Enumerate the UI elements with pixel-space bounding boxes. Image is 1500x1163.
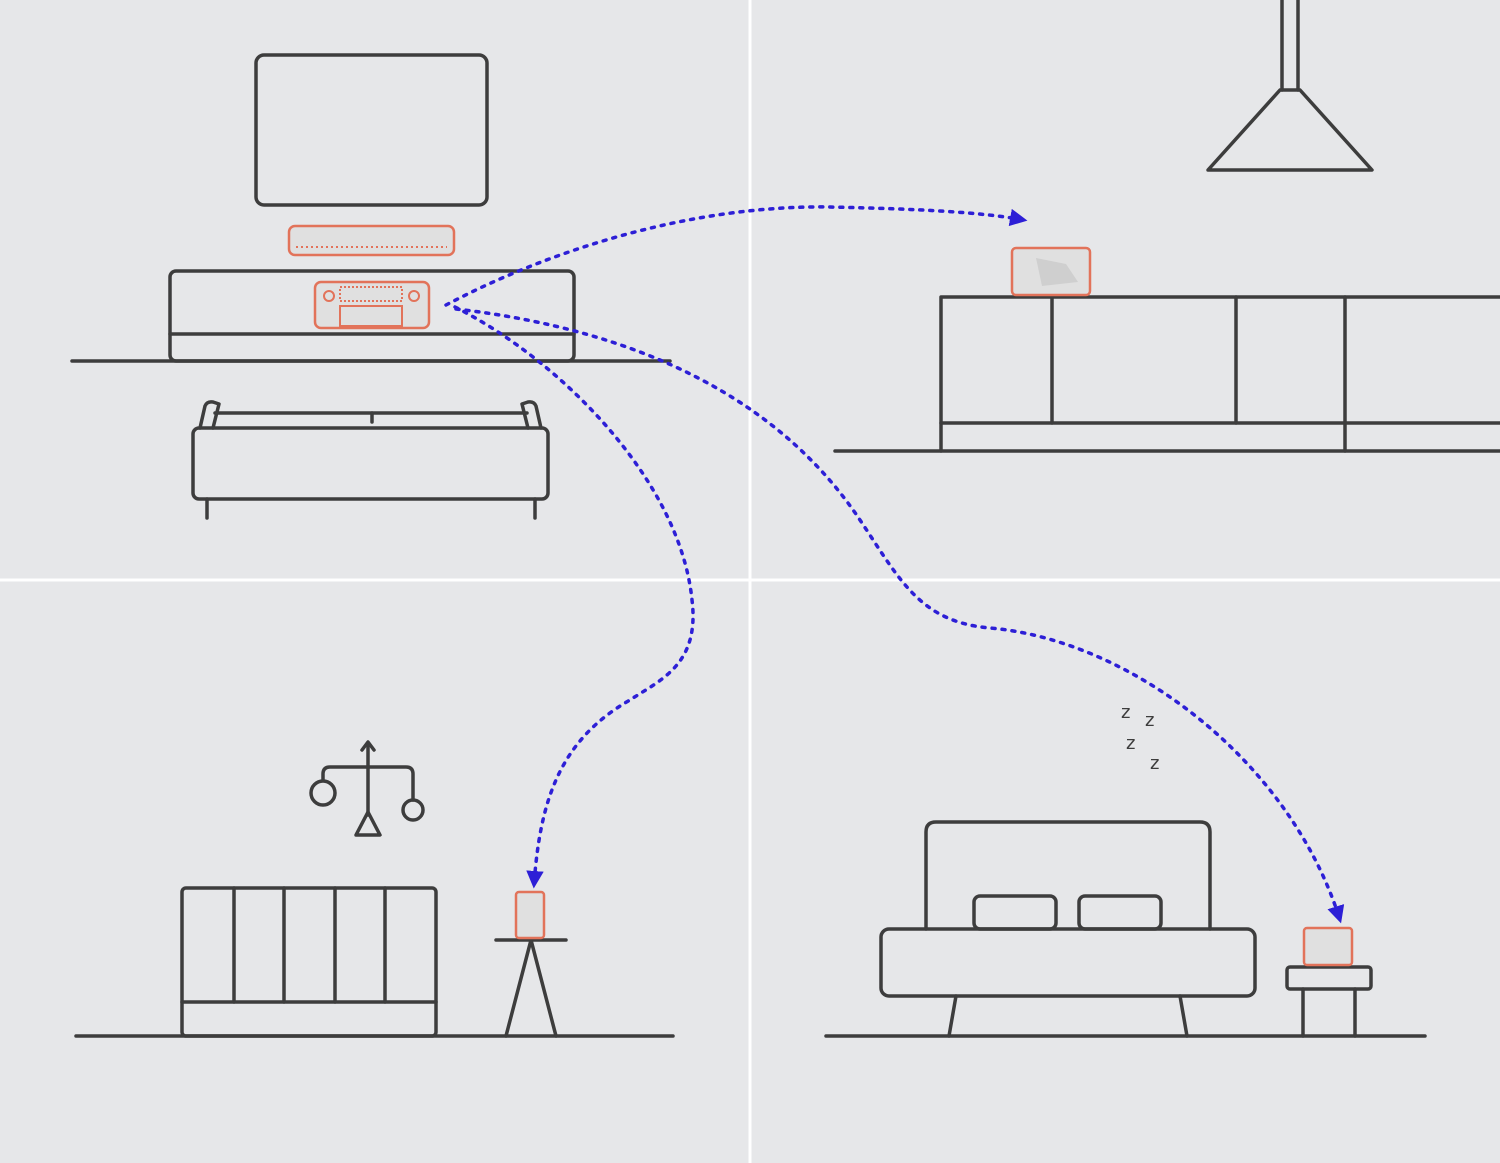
audio-flows [444, 205, 1345, 924]
pendant-lamp-icon [1206, 0, 1374, 172]
sleep-z-1: z [1121, 702, 1130, 723]
portable-speaker-icon [514, 890, 546, 940]
av-receiver-icon [313, 280, 431, 330]
flow-arrow-bedroom [454, 307, 1345, 924]
sofa-icon [191, 400, 550, 520]
kitchen [833, 0, 1500, 453]
sleep-z-3: z [1126, 733, 1135, 754]
tv-console-icon [70, 269, 672, 363]
flow-arrow-kitchen [444, 205, 1028, 307]
flow-arrow-nursery [453, 305, 695, 889]
sleep-z-4: z [1150, 753, 1159, 774]
sleep-indicator: z z z z [1121, 702, 1159, 774]
nursery [74, 740, 675, 1038]
sleep-z-2: z [1145, 710, 1154, 731]
baby-mobile-icon [309, 740, 425, 837]
nightstand-icon [1285, 965, 1373, 1038]
wireless-speaker-icon [1010, 246, 1092, 297]
bedroom: z z z z [824, 702, 1427, 1038]
side-table-icon [494, 938, 568, 1038]
compact-speaker-icon [1302, 926, 1354, 967]
baby-crib-icon [180, 886, 438, 1038]
kitchen-counter-icon [833, 295, 1500, 453]
tv-icon [254, 53, 489, 207]
bed-icon [879, 820, 1257, 1038]
living-room [70, 53, 672, 520]
soundbar-icon [287, 224, 456, 257]
